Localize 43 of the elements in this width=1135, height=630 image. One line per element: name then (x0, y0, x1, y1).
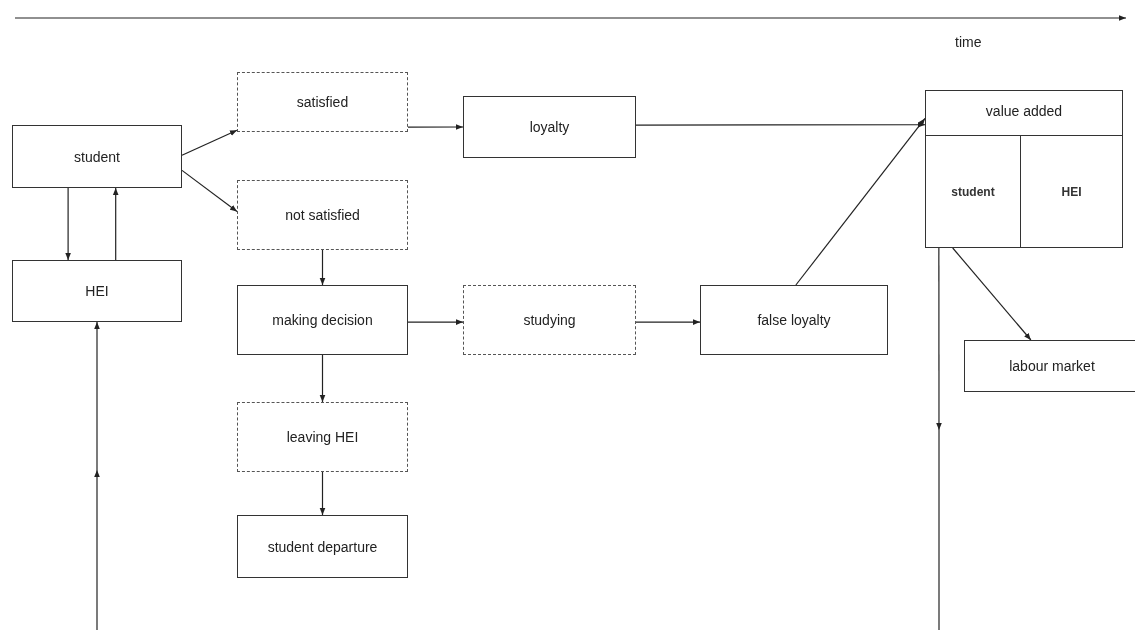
dashed-state-box (237, 180, 408, 250)
process-box (463, 96, 636, 158)
box-heading: value added (985, 103, 1063, 119)
dashed-state-box (237, 402, 408, 472)
node-label: labour market (1009, 358, 1095, 374)
arrow (319, 471, 326, 516)
node-label: student (74, 148, 120, 165)
arrow (181, 169, 238, 213)
arrow (65, 187, 71, 261)
arrow (952, 247, 1032, 341)
split-box (925, 90, 1123, 248)
process-box (237, 285, 408, 355)
arrow (407, 319, 464, 325)
process-box (964, 340, 1135, 392)
axis-label: time (955, 34, 982, 50)
node-label: satisfied (296, 94, 349, 110)
node-label: leaving HEI (286, 429, 359, 445)
arrow (181, 129, 238, 156)
arrow (94, 321, 100, 630)
process-box (12, 125, 182, 188)
process-box (12, 260, 182, 322)
arrow (112, 187, 119, 261)
node-label: student (951, 184, 995, 199)
process-box (237, 515, 408, 578)
node-label: not satisfied (285, 207, 360, 223)
arrow (936, 247, 942, 431)
node-label: HEI (1061, 184, 1082, 199)
node-label: studying (523, 312, 576, 328)
arrow (319, 354, 326, 403)
node-label: loyalty (529, 119, 570, 135)
arrow (407, 124, 464, 130)
node-label: making decision (272, 312, 373, 328)
arrow (635, 121, 926, 128)
arrow (795, 117, 926, 286)
dashed-state-box (463, 285, 636, 355)
node-label: student departure (267, 538, 378, 555)
arrow (319, 249, 326, 286)
node-label: false loyalty (757, 312, 831, 328)
process-box (700, 285, 888, 355)
arrow (635, 319, 701, 325)
node-label: HEI (85, 283, 109, 299)
dashed-state-box (237, 72, 408, 132)
table-cell (926, 135, 1021, 247)
